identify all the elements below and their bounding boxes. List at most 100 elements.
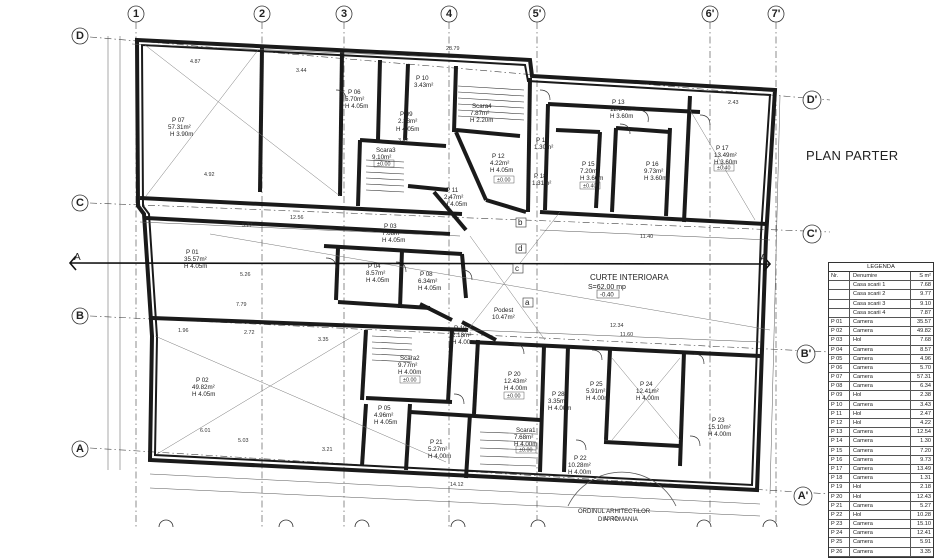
- legend-cell-area: 4.22: [920, 420, 931, 426]
- legend-cell-nr: [829, 290, 850, 299]
- legend-cell-nr: P 15: [829, 446, 850, 455]
- legend-cell-area: 6.34: [920, 383, 931, 390]
- dimension-lines: [107, 36, 781, 517]
- legend-cell-area: 3.43: [920, 401, 931, 408]
- axis-label: 7': [772, 8, 781, 20]
- courtyard-name: CURTE INTERIOARA: [590, 273, 669, 282]
- dimension-label: 4.87: [190, 59, 201, 65]
- svg-text:H 4.05m: H 4.05m: [490, 167, 513, 174]
- dimension-label: 4.92: [204, 172, 215, 178]
- svg-text:6.34m²: 6.34m²: [418, 278, 437, 285]
- level-marker: ±0.40: [583, 184, 596, 190]
- svg-text:H 4.00m: H 4.00m: [548, 405, 571, 412]
- svg-text:2.18m²: 2.18m²: [452, 332, 471, 339]
- svg-text:P 15: P 15: [582, 161, 595, 168]
- legend-cell-nr: P 07: [829, 373, 850, 382]
- section-mark-right: A: [760, 253, 767, 264]
- svg-text:H 4.00m: H 4.00m: [514, 441, 537, 448]
- courtyard-level: -0.40: [600, 293, 614, 299]
- dimension-label: 5.26: [240, 272, 251, 278]
- dimension-label: 3.44: [296, 68, 307, 74]
- svg-text:H 4.00m: H 4.00m: [586, 395, 609, 402]
- svg-text:P 03: P 03: [384, 223, 397, 230]
- legend-cell-name: Hol: [850, 409, 911, 418]
- legend-cell-name: Camera: [850, 373, 911, 382]
- legend-cell-name: Camera: [850, 529, 911, 538]
- legend-cell-area: 13.49: [917, 465, 931, 472]
- svg-text:P 14: P 14: [536, 137, 549, 144]
- svg-text:P 09: P 09: [400, 111, 413, 118]
- legend-header-area: S m²: [919, 273, 931, 279]
- legend-cell-area: 2.38: [920, 392, 931, 399]
- axis-grid: [89, 22, 831, 527]
- legend-cell-name: Hol: [850, 492, 911, 501]
- svg-text:H 4.00m: H 4.00m: [428, 453, 451, 460]
- legend-cell-nr: [829, 281, 850, 290]
- legend-cell-name: Casa scarii 1: [850, 281, 911, 290]
- svg-text:H 4.05m: H 4.05m: [374, 419, 397, 426]
- svg-text:H 4.05m: H 4.05m: [192, 391, 215, 398]
- outer-walls: [134, 37, 778, 493]
- level-markers: ±0.00 ±0.00 ±0.00 ±0.00 ±0.00 ±0.40 ±0.4…: [373, 159, 735, 454]
- section-line: A A: [68, 252, 772, 272]
- svg-text:1.31m²: 1.31m²: [532, 180, 551, 187]
- svg-text:9.10m²: 9.10m²: [372, 154, 391, 161]
- section-mark-left: A: [74, 252, 81, 263]
- svg-text:P 01: P 01: [186, 249, 199, 256]
- legend-cell-area: 49.82: [917, 328, 931, 335]
- svg-text:35.57m²: 35.57m²: [184, 256, 207, 263]
- svg-text:H 4.00m: H 4.00m: [708, 431, 731, 438]
- legend-cell-nr: P 04: [829, 345, 850, 354]
- legend-cell-name: Hol: [850, 483, 911, 492]
- svg-text:P 06: P 06: [348, 89, 361, 96]
- legend-cell-area: 3.35: [920, 548, 931, 555]
- legend-cell-name: Camera: [850, 363, 911, 373]
- dimension-label: 5.03: [238, 438, 249, 444]
- legend-cell-name: Hol: [850, 419, 911, 428]
- svg-text:P 11: P 11: [446, 187, 459, 194]
- detail-mark: a: [525, 298, 530, 307]
- svg-text:7.87m²: 7.87m²: [470, 110, 489, 117]
- legend-cell-area: 2.18: [920, 484, 931, 491]
- legend-cell-nr: P 22: [829, 510, 850, 520]
- svg-text:Scara3: Scara3: [376, 147, 396, 154]
- svg-text:Scara1: Scara1: [516, 427, 536, 434]
- dimension-label: 3.35: [318, 337, 329, 343]
- legend-cell-area: 5.70: [920, 364, 931, 371]
- svg-text:5.91m²: 5.91m²: [586, 388, 605, 395]
- legend-cell-name: Camera: [850, 474, 911, 483]
- svg-text:P 24: P 24: [640, 381, 653, 388]
- room-label: P 181.31m²: [532, 173, 551, 187]
- svg-text:H 3.60m: H 3.60m: [610, 113, 633, 120]
- svg-text:H 4.05m: H 4.05m: [396, 126, 419, 133]
- legend-header-nr: Nr.: [829, 272, 850, 281]
- svg-text:P 23: P 23: [712, 417, 725, 424]
- legend-cell-name: Camera: [850, 501, 911, 510]
- legend-cell-nr: P 21: [829, 501, 850, 510]
- legend-cell-area: 7.20: [920, 447, 931, 454]
- svg-text:12.54m²: 12.54m²: [610, 106, 633, 113]
